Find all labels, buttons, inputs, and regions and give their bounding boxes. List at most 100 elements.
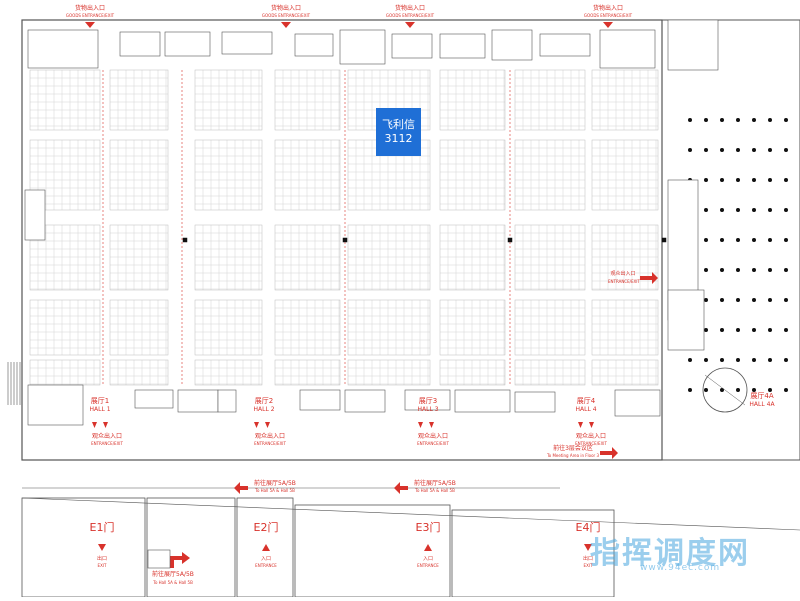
east-column <box>704 208 708 212</box>
service-room-top <box>539 33 591 57</box>
gate-e1-cn: 出口 <box>96 556 107 562</box>
east-column <box>736 388 740 392</box>
booth-3112[interactable]: 飞利信 3112 <box>376 108 421 156</box>
gate-e3: E3门 <box>415 521 441 534</box>
east-column <box>752 208 756 212</box>
booth-block <box>439 224 506 291</box>
gate-e2-en: ENTRANCE <box>255 563 277 568</box>
east-column <box>736 118 740 122</box>
east-column <box>720 268 724 272</box>
gate-e4-cn: 出口 <box>582 556 593 562</box>
hall-1-en: HALL 1 <box>89 406 111 413</box>
booth-block <box>439 359 506 386</box>
east-column <box>704 328 708 332</box>
booth-block <box>109 224 169 291</box>
east-column <box>720 358 724 362</box>
east-column <box>784 268 788 272</box>
east-column <box>768 238 772 242</box>
east-column <box>720 328 724 332</box>
service-room-bottom <box>404 389 451 411</box>
side-exit-cn: 观众出入口 <box>610 271 636 277</box>
booth-name: 飞利信 <box>382 118 415 131</box>
booth-block <box>274 299 341 356</box>
east-column <box>720 118 724 122</box>
east-column <box>752 238 756 242</box>
east-column <box>736 238 740 242</box>
side-exit-en: ENTRANCE/EXIT <box>608 279 640 284</box>
service-room-bottom <box>177 389 219 413</box>
goods-arrow-icon <box>281 22 291 28</box>
entry-arrow-icon <box>92 422 97 428</box>
east-column <box>720 178 724 182</box>
service-room-top <box>339 29 386 65</box>
watermark-url: www.94ec.com <box>640 563 721 573</box>
hall-1-cn: 展厅1 <box>90 397 110 405</box>
gate-arrow-icon <box>584 544 592 551</box>
east-column <box>752 148 756 152</box>
service-room-top <box>599 29 656 69</box>
booth-block <box>274 359 341 386</box>
hall-2-en: HALL 2 <box>253 406 275 413</box>
booth-block <box>591 224 659 291</box>
booth-block <box>514 299 586 356</box>
structural-column <box>661 237 667 243</box>
meeting-area-en: To Meeting Area in Floor 3 <box>546 453 600 458</box>
gate-e2-cn: 入口 <box>260 556 271 562</box>
east-column <box>688 118 692 122</box>
booth-block <box>347 224 431 291</box>
service-room-bottom <box>134 389 174 409</box>
booth-block <box>514 359 586 386</box>
meeting-area-cn: 前往3层会议区 <box>553 445 593 452</box>
to-hall-5-label-3-en: To Hall 5A & Hall 5B <box>153 580 193 585</box>
structural-column <box>342 237 348 243</box>
goods-arrow-icon <box>603 22 613 28</box>
service-room-top <box>439 33 486 59</box>
east-column <box>784 208 788 212</box>
visitor-exit-3-cn: 观众出入口 <box>417 433 448 440</box>
service-room-bottom <box>454 389 511 413</box>
hall-4-en: HALL 4 <box>575 406 597 413</box>
service-room-bottom <box>299 389 341 411</box>
to-hall-5-label-1-en: To Hall 5A & Hall 5B <box>255 488 295 493</box>
east-column <box>704 388 708 392</box>
side-exit-arrow-icon <box>640 272 658 284</box>
booth-block <box>439 69 506 131</box>
booth-block <box>194 139 263 211</box>
east-column <box>736 298 740 302</box>
east-column <box>736 148 740 152</box>
booth-block <box>274 69 341 131</box>
east-column <box>752 268 756 272</box>
gate-arrow-icon <box>424 544 432 551</box>
east-column <box>784 238 788 242</box>
visitor-exit-2-cn: 观众出入口 <box>254 433 285 440</box>
east-column <box>720 298 724 302</box>
booth-block <box>347 299 431 356</box>
east-column <box>720 388 724 392</box>
east-core-room <box>667 289 705 351</box>
east-column <box>768 148 772 152</box>
entry-arrow-icon <box>254 422 259 428</box>
entry-arrow-icon <box>265 422 270 428</box>
gate-hall-block <box>21 497 146 598</box>
gate-e1: E1门 <box>89 521 115 534</box>
east-column <box>752 118 756 122</box>
east-column <box>784 118 788 122</box>
gate-e4-en: EXIT <box>583 563 593 568</box>
meeting-arrow-icon <box>600 447 618 459</box>
service-room-top <box>221 31 273 55</box>
stair-block-bottom <box>147 549 171 569</box>
hall-4-cn: 展厅4 <box>576 397 596 405</box>
goods-exit-2-en: GOODS ENTRANCE/EXIT <box>261 13 311 18</box>
east-column <box>688 388 692 392</box>
east-column <box>784 178 788 182</box>
booth-block <box>591 69 659 131</box>
east-rotunda <box>702 367 748 413</box>
booth-block <box>591 139 659 211</box>
east-column <box>736 358 740 362</box>
gate-arrow-icon <box>98 544 106 551</box>
east-column <box>704 298 708 302</box>
east-column <box>752 358 756 362</box>
east-column <box>768 358 772 362</box>
booth-block <box>29 69 101 131</box>
